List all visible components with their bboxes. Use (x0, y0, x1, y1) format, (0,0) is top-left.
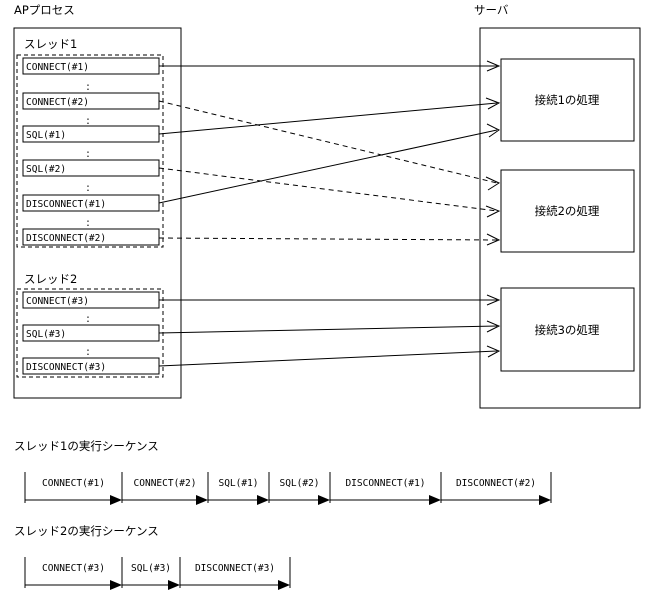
step-label-disconnect-1: DISCONNECT(#1) (26, 199, 106, 210)
connection-box-3 (500, 287, 635, 372)
seq1-label-2: SQL(#1) (218, 478, 258, 489)
step-label-sql-2: SQL(#2) (26, 164, 66, 175)
ap-process-title: APプロセス (14, 3, 75, 17)
seq1-arrow-4 (330, 495, 441, 505)
ap-process-box (13, 27, 182, 399)
seq2-label-2: DISCONNECT(#3) (195, 563, 275, 574)
step-label-connect-2: CONNECT(#2) (26, 97, 89, 108)
seq1-label-3: SQL(#2) (279, 478, 319, 489)
seq1-label-1: CONNECT(#2) (134, 478, 197, 489)
seq1-arrow-5 (441, 495, 551, 505)
flow-line-connect-2 (158, 100, 501, 191)
server-title: サーバ (474, 3, 509, 17)
server-box (479, 27, 641, 409)
seq1-label-0: CONNECT(#1) (42, 478, 105, 489)
thread-1-title: スレッド1 (24, 37, 77, 51)
step-separator-1c: : (86, 147, 90, 160)
sequence-2-title: スレッド2の実行シーケンス (14, 524, 159, 538)
step-separator-1b: : (86, 114, 90, 127)
thread-2-title: スレッド2 (24, 272, 77, 286)
step-separator-1e: : (86, 216, 90, 229)
connection-label-1: 接続1の処理 (535, 93, 600, 107)
step-label-disconnect-3: DISCONNECT(#3) (26, 362, 106, 373)
flow-line-sql-3 (158, 320, 501, 334)
seq2-label-0: CONNECT(#3) (42, 563, 105, 574)
thread-1-box (16, 54, 164, 248)
connection-label-2: 接続2の処理 (535, 204, 600, 218)
flow-line-disconnect-1 (158, 123, 500, 204)
seq2-arrow-0 (25, 580, 122, 590)
step-label-disconnect-2: DISCONNECT(#2) (26, 233, 106, 244)
flow-line-connect-1 (159, 60, 501, 72)
flow-line-sql-1 (158, 97, 501, 135)
seq1-arrow-1 (122, 495, 208, 505)
step-label-connect-1: CONNECT(#1) (26, 62, 89, 73)
connection-box-1 (500, 58, 635, 142)
flow-line-sql-2 (158, 167, 501, 218)
connection-label-3: 接続3の処理 (535, 323, 600, 337)
step-box-disconnect-2 (22, 228, 160, 246)
step-separator-1d: : (86, 181, 90, 194)
step-separator-1a: : (86, 80, 90, 93)
flow-line-disconnect-3 (158, 345, 501, 367)
step-separator-2a: : (86, 312, 90, 325)
seq1-arrow-0 (25, 495, 122, 505)
seq2-arrow-2 (180, 580, 290, 590)
seq1-label-4: DISCONNECT(#1) (345, 478, 425, 489)
seq2-label-1: SQL(#3) (131, 563, 171, 574)
step-label-sql-1: SQL(#1) (26, 130, 66, 141)
seq1-arrow-3 (269, 495, 330, 505)
connection-box-2 (500, 169, 635, 253)
seq1-arrow-2 (208, 495, 269, 505)
flow-line-connect-3 (159, 294, 501, 306)
flow-line-disconnect-2 (158, 233, 501, 246)
seq2-arrow-1 (122, 580, 180, 590)
step-label-sql-3: SQL(#3) (26, 329, 66, 340)
seq1-label-5: DISCONNECT(#2) (456, 478, 536, 489)
step-label-connect-3: CONNECT(#3) (26, 296, 89, 307)
step-separator-2b: : (86, 345, 90, 358)
sequence-1-title: スレッド1の実行シーケンス (14, 439, 159, 453)
